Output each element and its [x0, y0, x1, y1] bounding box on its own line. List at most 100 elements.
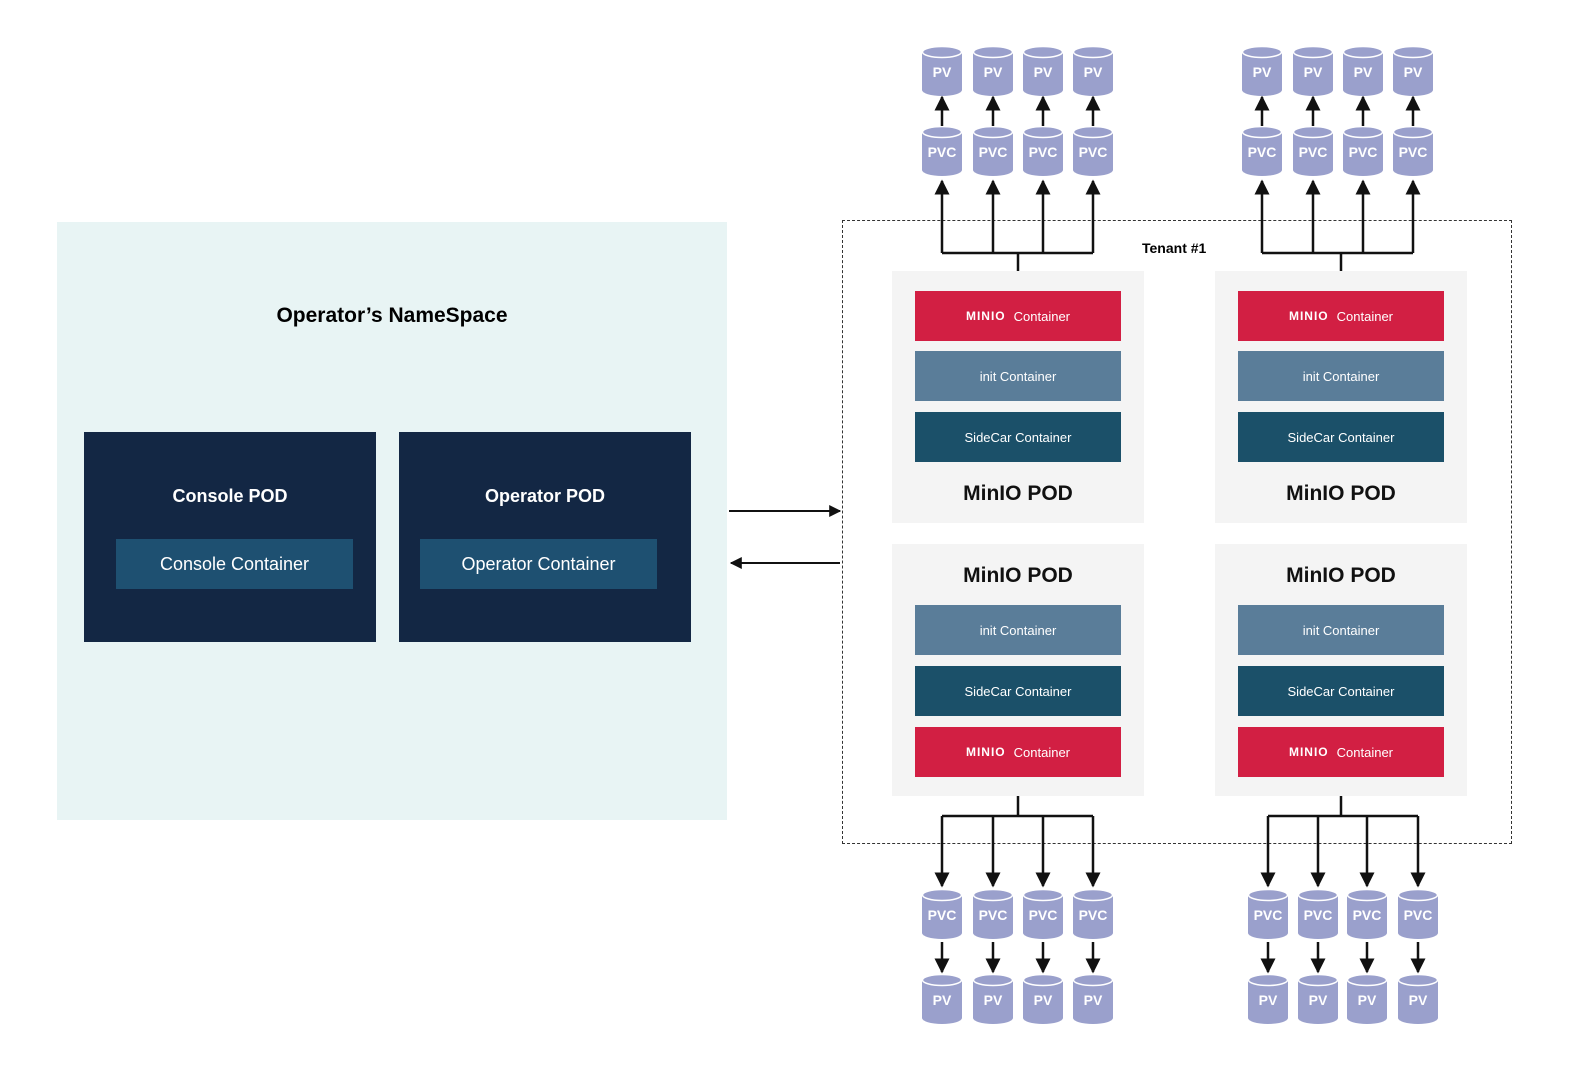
- minio-container-label: Container: [1336, 744, 1394, 760]
- namespace-title: Operator’s NameSpace: [276, 304, 508, 327]
- pvc-cylinder: PVC: [1073, 126, 1113, 178]
- minio-pod: MinIO POD init Container SideCar Contain…: [1215, 544, 1467, 796]
- pvc-cylinder-label: PVC: [1303, 907, 1333, 923]
- init-container: init Container: [1238, 605, 1444, 655]
- pvc-cylinder: PVC: [1023, 889, 1063, 941]
- pv-cylinder-label: PV: [932, 64, 952, 80]
- operator-pod-title: Operator POD: [484, 486, 606, 506]
- minio-logo: MINIO: [1288, 309, 1329, 323]
- pv-cylinder: PV: [1393, 46, 1433, 98]
- pv-cylinder-label: PV: [1357, 992, 1377, 1008]
- minio-logo: MINIO: [965, 745, 1006, 759]
- pvc-cylinder-label: PVC: [1348, 144, 1378, 160]
- init-container: init Container: [915, 351, 1121, 401]
- pv-cylinder-label: PV: [1252, 64, 1272, 80]
- pv-cylinder: PV: [1293, 46, 1333, 98]
- pv-cylinder-label: PV: [1308, 992, 1328, 1008]
- minio-pod: MINIO Container init Container SideCar C…: [892, 271, 1144, 523]
- console-pod-title: Console POD: [172, 486, 288, 506]
- minio-container-label: Container: [1336, 308, 1394, 324]
- pvc-cylinder: PVC: [1293, 126, 1333, 178]
- pvc-cylinder: PVC: [973, 126, 1013, 178]
- console-pod: Console POD Console Container: [84, 432, 376, 642]
- minio-pod: MINIO Container init Container SideCar C…: [1215, 271, 1467, 523]
- pv-cylinder-label: PV: [983, 64, 1003, 80]
- pvc-cylinder-label: PVC: [978, 144, 1008, 160]
- pv-cylinder: PV: [973, 46, 1013, 98]
- pvc-cylinder: PVC: [922, 889, 962, 941]
- pv-cylinder: PV: [1248, 974, 1288, 1026]
- minio-container: MINIO Container: [1238, 727, 1444, 777]
- pv-cylinder: PV: [1343, 46, 1383, 98]
- pvc-cylinder-label: PVC: [1398, 144, 1428, 160]
- pv-cylinder-label: PV: [1408, 992, 1428, 1008]
- pvc-cylinder-label: PVC: [1298, 144, 1328, 160]
- operator-container: Operator Container: [420, 539, 657, 589]
- pvc-cylinder: PVC: [1398, 889, 1438, 941]
- pod-title: MinIO POD: [963, 482, 1073, 505]
- pvc-cylinder: PVC: [1248, 889, 1288, 941]
- pvc-cylinder-label: PVC: [927, 144, 957, 160]
- pv-cylinder: PV: [922, 46, 962, 98]
- pvc-cylinder: PVC: [973, 889, 1013, 941]
- pvc-cylinder-label: PVC: [1253, 907, 1283, 923]
- pvc-cylinder-label: PVC: [1078, 144, 1108, 160]
- pv-cylinder-label: PV: [1403, 64, 1423, 80]
- pv-cylinder: PV: [1298, 974, 1338, 1026]
- pv-cylinder: PV: [922, 974, 962, 1026]
- pv-cylinder: PV: [1242, 46, 1282, 98]
- minio-container: MINIO Container: [915, 727, 1121, 777]
- pvc-cylinder-label: PVC: [1403, 907, 1433, 923]
- pv-cylinder: PV: [1073, 974, 1113, 1026]
- pv-cylinder-label: PV: [1083, 64, 1103, 80]
- minio-pod: MinIO POD init Container SideCar Contain…: [892, 544, 1144, 796]
- minio-logo: MINIO: [965, 309, 1006, 323]
- tenant-label: Tenant #1: [1142, 240, 1207, 256]
- pvc-cylinder-label: PVC: [1028, 144, 1058, 160]
- operator-pod: Operator POD Operator Container: [399, 432, 691, 642]
- pv-cylinder-label: PV: [1033, 64, 1053, 80]
- pvc-cylinder: PVC: [1242, 126, 1282, 178]
- minio-container-label: Container: [1013, 308, 1071, 324]
- pvc-cylinder: PVC: [1298, 889, 1338, 941]
- sidecar-container: SideCar Container: [915, 412, 1121, 462]
- pvc-cylinder: PVC: [922, 126, 962, 178]
- pvc-cylinder-label: PVC: [1352, 907, 1382, 923]
- pv-cylinder-label: PV: [1303, 64, 1323, 80]
- minio-container: MINIO Container: [915, 291, 1121, 341]
- pv-cylinder-label: PV: [1258, 992, 1278, 1008]
- sidecar-container: SideCar Container: [1238, 666, 1444, 716]
- pv-cylinder-label: PV: [932, 992, 952, 1008]
- sidecar-container: SideCar Container: [915, 666, 1121, 716]
- pv-cylinder-label: PV: [1033, 992, 1053, 1008]
- pv-cylinder-label: PV: [983, 992, 1003, 1008]
- pvc-cylinder: PVC: [1023, 126, 1063, 178]
- pv-cylinder: PV: [973, 974, 1013, 1026]
- init-container: init Container: [915, 605, 1121, 655]
- pv-cylinder: PV: [1023, 974, 1063, 1026]
- pvc-cylinder: PVC: [1343, 126, 1383, 178]
- minio-logo: MINIO: [1288, 745, 1329, 759]
- pv-cylinder: PV: [1347, 974, 1387, 1026]
- pod-title: MinIO POD: [1286, 564, 1396, 587]
- minio-container-label: Container: [1013, 744, 1071, 760]
- pv-cylinder: PV: [1398, 974, 1438, 1026]
- pv-cylinder: PV: [1023, 46, 1063, 98]
- console-container: Console Container: [116, 539, 353, 589]
- pvc-cylinder-label: PVC: [978, 907, 1008, 923]
- tenant-boundary: [842, 220, 1512, 844]
- sidecar-container: SideCar Container: [1238, 412, 1444, 462]
- pvc-cylinder-label: PVC: [1078, 907, 1108, 923]
- pv-cylinder-label: PV: [1083, 992, 1103, 1008]
- pvc-cylinder-label: PVC: [927, 907, 957, 923]
- pvc-cylinder: PVC: [1073, 889, 1113, 941]
- pvc-cylinder: PVC: [1393, 126, 1433, 178]
- pod-title: MinIO POD: [1286, 482, 1396, 505]
- pvc-cylinder-label: PVC: [1247, 144, 1277, 160]
- init-container: init Container: [1238, 351, 1444, 401]
- minio-container: MINIO Container: [1238, 291, 1444, 341]
- pv-cylinder: PV: [1073, 46, 1113, 98]
- pvc-cylinder-label: PVC: [1028, 907, 1058, 923]
- pod-title: MinIO POD: [963, 564, 1073, 587]
